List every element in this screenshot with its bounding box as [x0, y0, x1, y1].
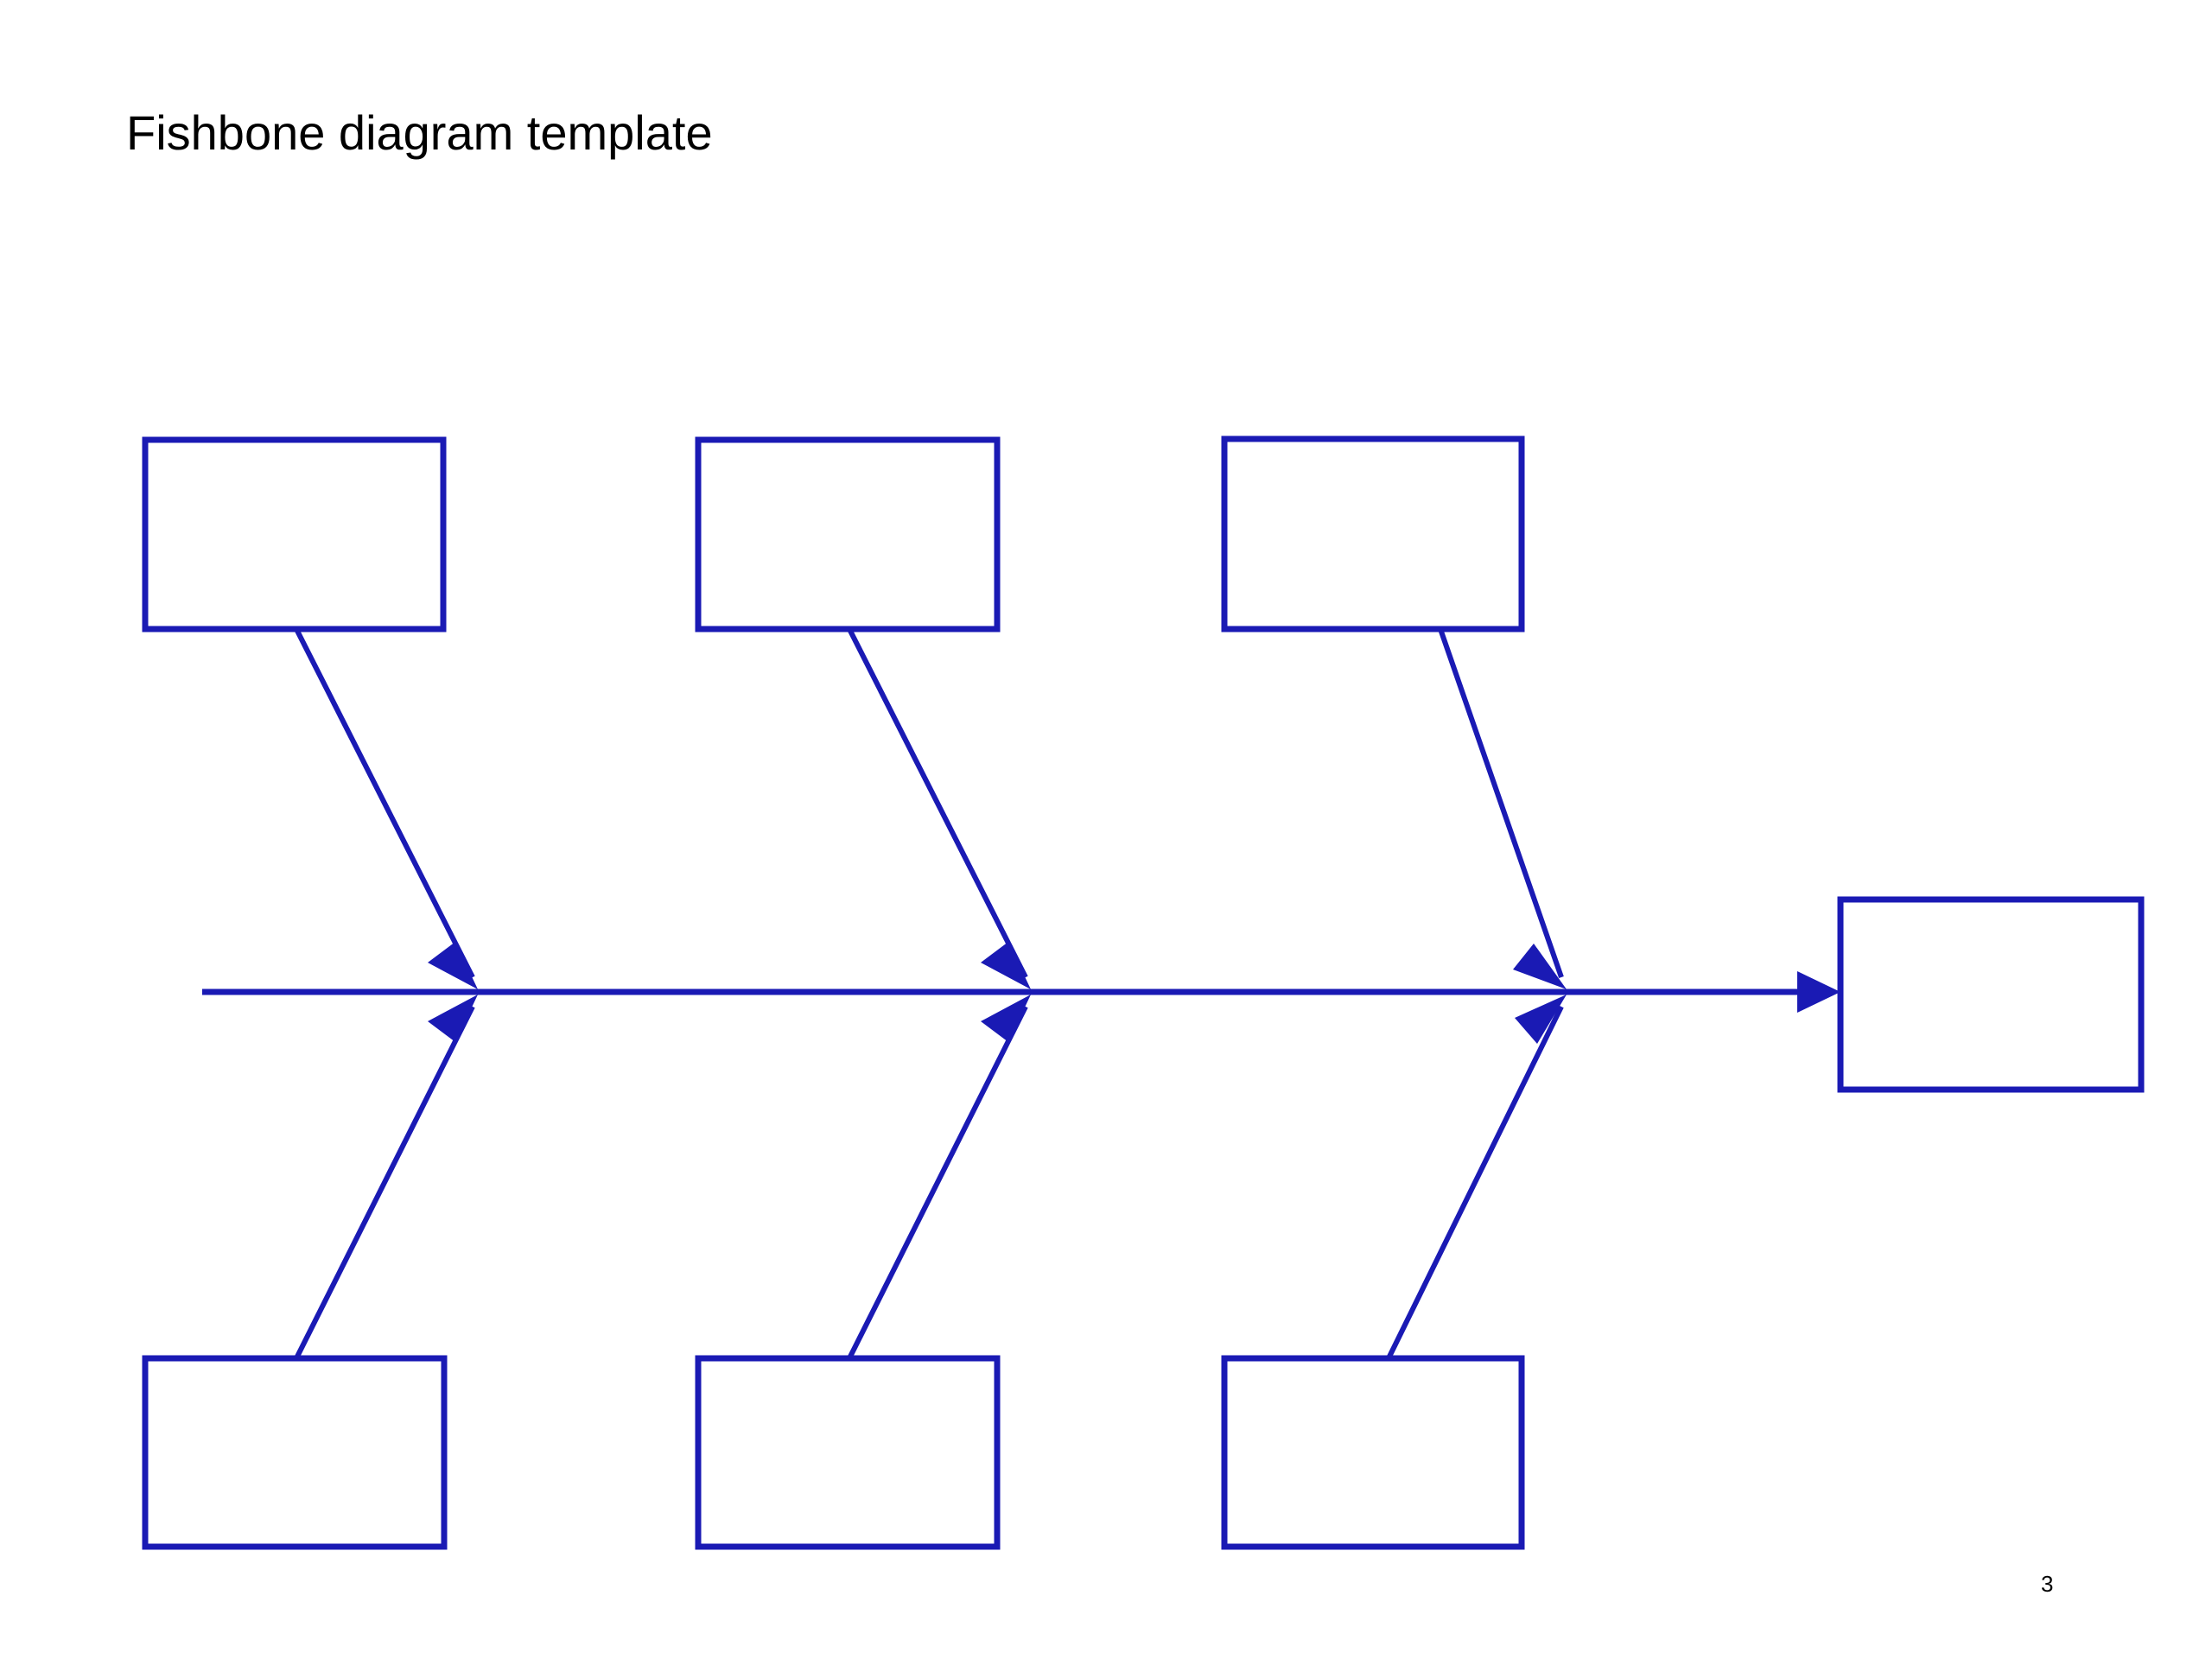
branch-line-top-cause-3 — [1438, 628, 1564, 978]
effect-box-rect[interactable] — [1837, 896, 2145, 1093]
effect-box[interactable] — [1837, 896, 2145, 1093]
branch-arrow-head-icon-bottom-cause-3 — [1515, 995, 1567, 1044]
page-title: Fishbone diagram template — [126, 105, 713, 160]
cause-box-bottom-cause-1-rect[interactable] — [142, 1355, 448, 1550]
branch-line-bottom-cause-3 — [1386, 1005, 1564, 1360]
cause-box-bottom-cause-2-rect[interactable] — [695, 1355, 1001, 1550]
branch-line-bottom-cause-1 — [294, 1005, 475, 1360]
cause-box-top-cause-2-rect[interactable] — [695, 436, 1001, 632]
branch-line-top-cause-1 — [294, 627, 475, 979]
cause-box-top-cause-2[interactable] — [695, 436, 1001, 632]
branch-arrow-head-icon-top-cause-3 — [1513, 944, 1567, 989]
cause-box-top-cause-3[interactable] — [1221, 435, 1525, 632]
cause-box-bottom-cause-3[interactable] — [1221, 1355, 1525, 1550]
cause-box-bottom-cause-1[interactable] — [142, 1355, 448, 1550]
spine-arrow-head-icon — [1797, 971, 1840, 1013]
branch-line-top-cause-2 — [847, 627, 1028, 979]
branch-arrow-head-icon-bottom-cause-1 — [428, 995, 478, 1042]
branch-arrow-head-icon-bottom-cause-2 — [981, 995, 1031, 1042]
branch-arrow-head-icon-top-cause-2 — [981, 942, 1031, 989]
branch-arrow-head-icon-top-cause-1 — [428, 942, 478, 989]
cause-box-top-cause-1[interactable] — [142, 436, 447, 632]
cause-box-bottom-cause-3-rect[interactable] — [1221, 1355, 1525, 1550]
branch-line-bottom-cause-2 — [847, 1005, 1028, 1360]
cause-box-top-cause-3-rect[interactable] — [1221, 435, 1525, 632]
page-number: 3 — [2041, 1571, 2054, 1597]
cause-box-top-cause-1-rect[interactable] — [142, 436, 447, 632]
cause-box-bottom-cause-2[interactable] — [695, 1355, 1001, 1550]
